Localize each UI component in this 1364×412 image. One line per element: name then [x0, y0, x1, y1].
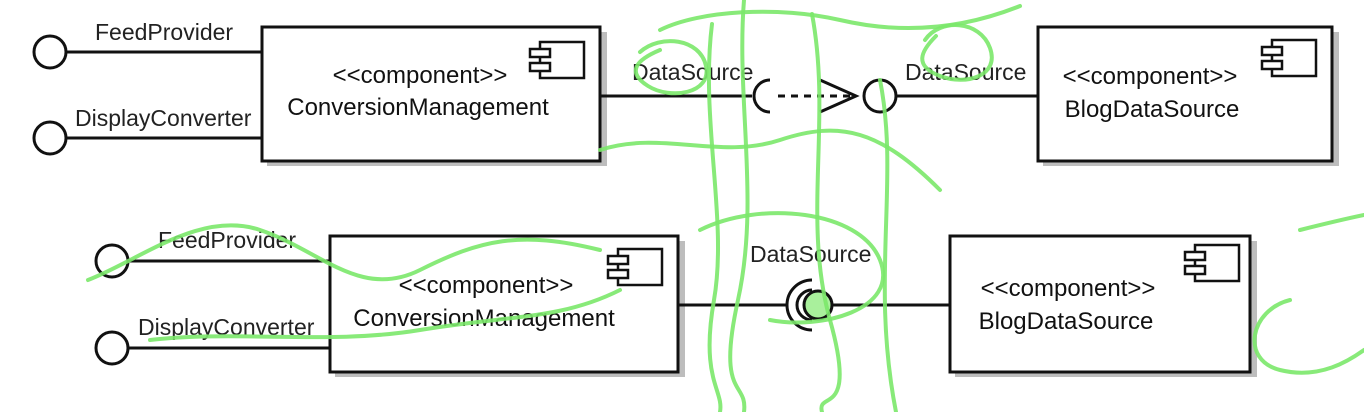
- top-required-datasource-label: DataSource: [632, 59, 753, 85]
- scribble-top-loop-left: [634, 39, 709, 96]
- top-blog-component-icon: [1260, 38, 1318, 78]
- top-diagram: FeedProvider DisplayConverter <<componen…: [32, 19, 1339, 166]
- scribble-mid-wave: [598, 128, 942, 192]
- bottom-assembly-datasource-label: DataSource: [750, 241, 871, 267]
- scribble-bottom-center-loop: [698, 211, 885, 325]
- bottom-displayconverter-lollipop-icon: [94, 330, 130, 366]
- scribble-bottom-underline: [148, 288, 622, 342]
- top-conversion-stereotype: <<component>>: [333, 62, 508, 89]
- top-feedprovider-label: FeedProvider: [95, 19, 233, 45]
- bottom-conversion-name: ConversionManagement: [353, 305, 615, 332]
- top-displayconverter-label: DisplayConverter: [75, 105, 252, 131]
- green-annotation-scribbles: [86, 0, 1364, 412]
- bottom-feedprovider-lollipop-icon: [94, 243, 130, 279]
- scribble-top-arc: [658, 4, 1022, 32]
- scribble-vertical-left: [706, 22, 723, 412]
- bottom-blog-stereotype: <<component>>: [981, 275, 1156, 302]
- bottom-blog-component-icon: [1183, 243, 1241, 283]
- bottom-assembly-socket-outer-icon: [785, 278, 813, 332]
- bottom-blog-name: BlogDataSource: [979, 308, 1154, 335]
- top-feedprovider-lollipop-icon: [32, 34, 68, 70]
- top-blog-stereotype: <<component>>: [1063, 63, 1238, 90]
- scribble-vertical-right: [810, 12, 842, 412]
- bottom-conversion-stereotype: <<component>>: [399, 272, 574, 299]
- top-conversion-name: ConversionManagement: [287, 94, 549, 121]
- scribble-right-curl: [1252, 213, 1364, 375]
- top-socket-icon: [752, 78, 771, 114]
- bottom-diagram: FeedProvider DisplayConverter <<componen…: [94, 227, 1257, 377]
- top-blog-name: BlogDataSource: [1065, 96, 1240, 123]
- top-displayconverter-lollipop-icon: [32, 120, 68, 156]
- scribble-bottom-left-wave: [86, 223, 602, 282]
- bottom-conversion-component-icon: [606, 247, 664, 287]
- scribble-vertical-middle: [728, 0, 750, 412]
- bottom-assembly-socket-inner-icon: [795, 288, 813, 322]
- top-conversion-component-icon: [528, 40, 586, 80]
- scribble-vertical-far: [878, 78, 898, 412]
- top-dependency-arrowhead-icon: [819, 78, 860, 114]
- bottom-feedprovider-label: FeedProvider: [158, 227, 296, 253]
